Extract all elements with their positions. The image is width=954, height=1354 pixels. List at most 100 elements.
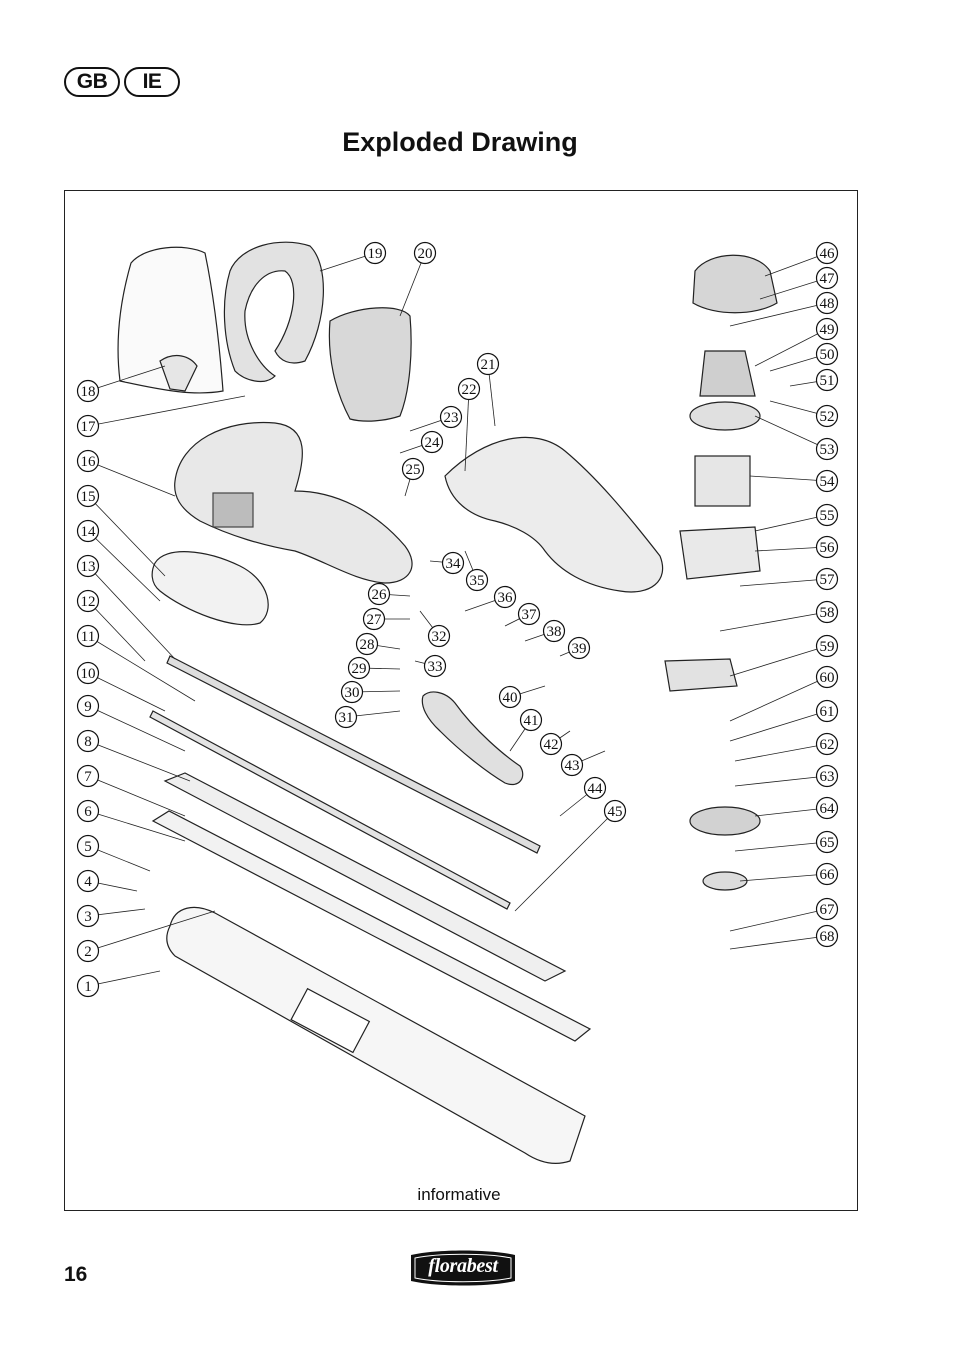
part-callout-45: 45 (603, 799, 627, 823)
callout-circle (815, 567, 839, 591)
leader-line-64 (754, 807, 828, 817)
callout-circle (457, 377, 481, 401)
callout-circle (815, 862, 839, 886)
callout-circle (76, 414, 100, 438)
callout-number: 21 (481, 357, 496, 373)
part-callout-60: 60 (815, 665, 839, 689)
callout-number: 64 (820, 801, 836, 817)
callout-circle (815, 469, 839, 493)
part-callout-23: 23 (439, 405, 463, 429)
guard-bracket (159, 354, 198, 392)
callout-number: 51 (820, 373, 835, 389)
leader-line-60 (729, 676, 828, 722)
callout-circle (363, 241, 387, 265)
callout-number: 56 (820, 540, 836, 556)
guard-shield (117, 246, 224, 394)
callout-number: 62 (820, 737, 835, 753)
callout-number: 65 (820, 835, 835, 851)
callout-circle (362, 607, 386, 631)
leader-line-68 (729, 935, 828, 950)
callout-number: 20 (418, 246, 433, 262)
motor-cap (692, 254, 778, 314)
callout-number: 60 (820, 670, 835, 686)
callout-number: 61 (820, 704, 835, 720)
part-callout-62: 62 (815, 732, 839, 756)
part-callout-47: 47 (815, 266, 839, 290)
callout-number: 59 (820, 639, 835, 655)
leader-line-2 (87, 910, 216, 952)
callout-number: 14 (81, 524, 97, 540)
callout-number: 33 (428, 659, 443, 675)
callout-number: 32 (432, 629, 447, 645)
leader-line-66 (739, 873, 828, 882)
callout-number: 16 (81, 454, 97, 470)
callout-number: 45 (608, 804, 623, 820)
leader-line-13 (87, 565, 176, 660)
part-callout-44: 44 (583, 776, 607, 800)
leader-line-58 (719, 611, 828, 632)
part-callout-51: 51 (815, 368, 839, 392)
callout-circle (815, 241, 839, 265)
gear-bracket (664, 658, 738, 692)
leader-line-18 (87, 365, 166, 392)
armature (699, 350, 756, 397)
callout-number: 6 (84, 804, 92, 820)
part-callout-31: 31 (334, 705, 358, 729)
callout-circle (815, 796, 839, 820)
part-callout-53: 53 (815, 437, 839, 461)
part-callout-12: 12 (76, 589, 100, 613)
callout-circle (427, 624, 451, 648)
blade-rail (166, 655, 541, 854)
callout-circle (542, 619, 566, 643)
callout-circle (76, 729, 100, 753)
leader-line-5 (87, 845, 151, 872)
part-callout-28: 28 (355, 632, 379, 656)
callout-circle (560, 753, 584, 777)
callout-number: 58 (820, 605, 835, 621)
callout-circle (76, 484, 100, 508)
part-callout-55: 55 (815, 503, 839, 527)
callout-number: 19 (368, 246, 383, 262)
callout-circle (519, 708, 543, 732)
callout-number: 4 (84, 874, 92, 890)
part-callout-26: 26 (367, 582, 391, 606)
part-callout-59: 59 (815, 634, 839, 658)
callout-circle (603, 799, 627, 823)
callout-number: 37 (522, 607, 538, 623)
parts-illustration (117, 241, 778, 1164)
callout-circle (815, 732, 839, 756)
part-callout-18: 18 (76, 379, 100, 403)
callout-circle (815, 600, 839, 624)
leader-line-49 (754, 328, 828, 367)
leader-line-1 (87, 970, 161, 987)
leader-line-22 (464, 388, 470, 472)
callout-circle (76, 834, 100, 858)
callout-number: 3 (84, 909, 92, 925)
part-callout-61: 61 (815, 699, 839, 723)
stator (694, 455, 751, 507)
callout-circle (815, 342, 839, 366)
leader-line-48 (729, 302, 828, 327)
leader-line-57 (739, 578, 828, 587)
part-callout-37: 37 (517, 602, 541, 626)
callout-number: 31 (339, 710, 354, 726)
callout-number: 63 (820, 769, 835, 785)
callout-circle (423, 654, 447, 678)
callout-number: 10 (81, 666, 96, 682)
callout-number: 50 (820, 347, 835, 363)
leader-lines (87, 252, 828, 987)
callout-number: 15 (81, 489, 96, 505)
part-callout-46: 46 (815, 241, 839, 265)
leader-line-63 (734, 775, 828, 787)
callout-circle (76, 764, 100, 788)
part-callout-19: 19 (363, 241, 387, 265)
part-callout-21: 21 (476, 352, 500, 376)
part-callout-39: 39 (567, 636, 591, 660)
part-callout-10: 10 (76, 661, 100, 685)
part-callout-64: 64 (815, 796, 839, 820)
callout-circle (815, 291, 839, 315)
part-callout-49: 49 (815, 317, 839, 341)
part-callout-56: 56 (815, 535, 839, 559)
leader-line-53 (754, 415, 828, 450)
